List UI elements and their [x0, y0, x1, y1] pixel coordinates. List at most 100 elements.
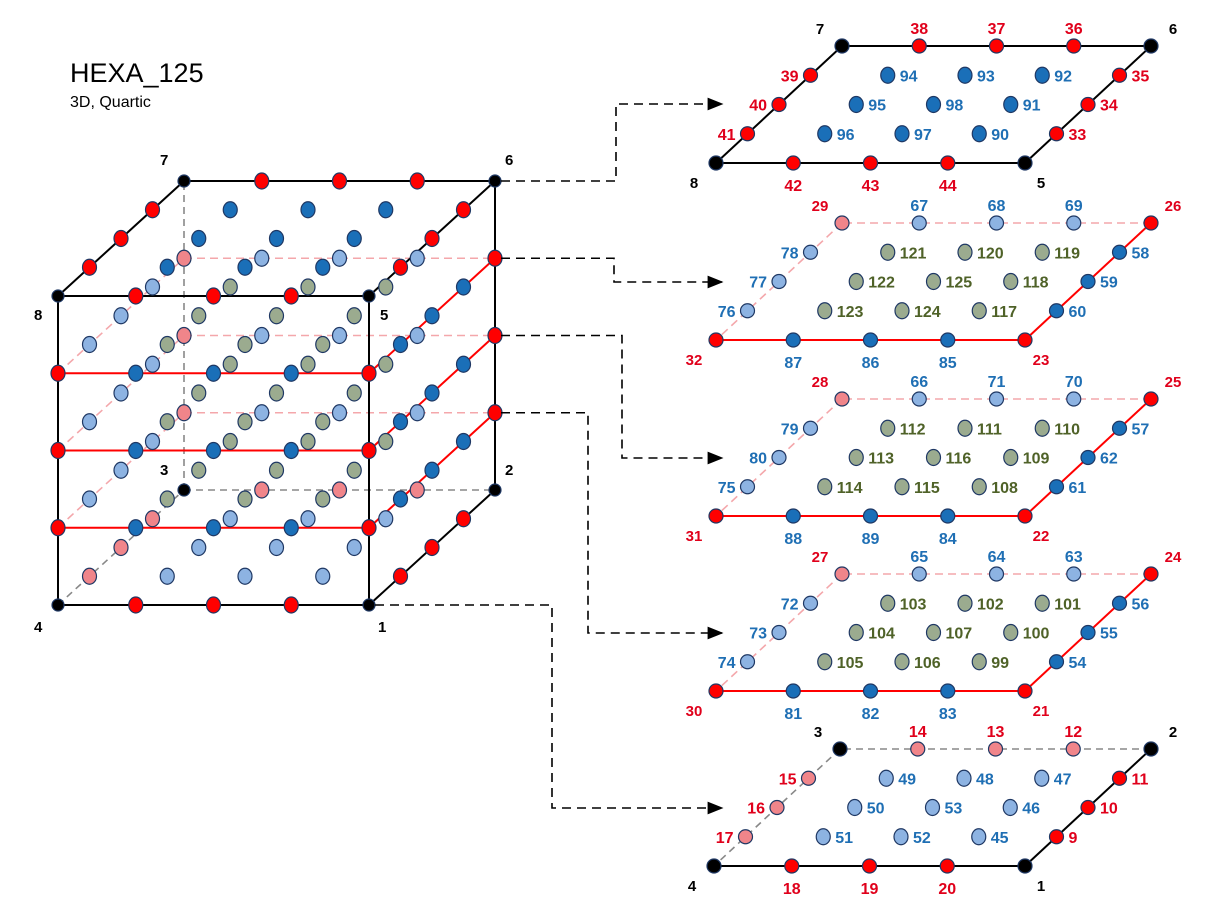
cube-face-node	[268, 229, 285, 248]
layer-corner-label: 6	[1169, 21, 1177, 38]
layer-front-edge-node	[939, 858, 955, 874]
cube-edge-node	[283, 287, 299, 305]
layer-face-label: 116	[946, 451, 972, 468]
layer-face-node	[894, 478, 910, 496]
cube-interior-node	[237, 335, 253, 354]
cube-face-node	[191, 229, 207, 248]
layer-face-label: 53	[945, 801, 963, 818]
layer-corner-label: 29	[812, 198, 829, 215]
layer-right-edge-node	[1111, 770, 1128, 786]
layer-right-edge-label: 54	[1069, 655, 1087, 672]
layer-back-edge-label: 69	[1065, 198, 1083, 215]
cube-corner-label: 5	[380, 307, 388, 324]
layer-back-edge-node	[1065, 741, 1081, 757]
layer-right-edge-node	[1111, 420, 1128, 436]
layer-right-edge-label: 56	[1132, 596, 1150, 613]
cube-corner-node	[488, 483, 502, 497]
cube-edge-node	[128, 287, 144, 305]
cube-face-node	[144, 432, 161, 451]
cube-face-node	[331, 404, 348, 422]
cube-edge-node	[455, 510, 472, 528]
layer-right-edge-label: 55	[1100, 626, 1118, 643]
layer-face-node	[847, 798, 863, 817]
layer-face-label: 124	[914, 304, 941, 321]
layer-back-edge-label: 14	[909, 724, 927, 741]
layer-face-label: 93	[977, 68, 995, 85]
layer-left-edge-node	[769, 799, 785, 816]
cube-corner-node	[51, 598, 65, 612]
layer-corner-node	[834, 38, 850, 54]
layer-front-edge-label: 43	[862, 178, 880, 195]
layer-face-node	[1034, 769, 1050, 787]
layer-right-edge-node	[1048, 126, 1065, 142]
layer-left-edge-node	[737, 829, 754, 845]
layer-face-label: 110	[1054, 421, 1080, 438]
layer-right-edge-node	[1048, 479, 1065, 495]
layer-face-node	[956, 769, 972, 787]
cube-edge-node	[424, 538, 440, 557]
cube-interior-node	[315, 413, 331, 431]
cube-edge-node	[205, 596, 222, 614]
connector-arrow	[501, 257, 724, 289]
layer-corner-label: 30	[686, 703, 703, 720]
layer-left-edge-label: 78	[781, 245, 799, 262]
connector-arrow	[501, 97, 724, 182]
layer-back-edge-node	[911, 391, 927, 407]
cube-edge-node	[392, 258, 409, 276]
cube-face-node	[392, 490, 409, 508]
layer-back-edge-label: 13	[987, 724, 1005, 741]
layer-front-edge-label: 89	[862, 531, 880, 548]
layer-corner-label: 32	[686, 352, 703, 369]
layer-front-edge-node	[862, 683, 879, 699]
cube-corner-node	[177, 483, 191, 497]
diagram-subtitle: 3D, Quartic	[70, 94, 151, 111]
layer-face-label: 98	[946, 98, 964, 115]
layer-left-edge-node	[802, 420, 819, 436]
layer-left-edge-label: 75	[718, 480, 736, 497]
cube-face-node	[237, 567, 253, 585]
cube-face-node	[237, 258, 253, 276]
layer-front-edge-node	[785, 683, 801, 699]
cube-face-node	[205, 441, 222, 460]
layer-front-edge-label: 44	[939, 178, 957, 195]
layer-corner-node	[1017, 508, 1033, 524]
layer-face-node	[893, 828, 909, 846]
layer-face-node	[1034, 419, 1050, 437]
layer-back-edge-node	[1066, 566, 1082, 582]
cube-edge-node	[254, 172, 270, 190]
connector-arrow	[501, 411, 724, 640]
layer-face-node	[957, 243, 973, 261]
layer-face-label: 121	[900, 245, 927, 262]
layer-back-edge-node	[911, 38, 927, 54]
cube-edge-node	[176, 249, 192, 267]
layer-front-edge-label: 83	[939, 706, 957, 723]
layer-back-edge-node	[988, 38, 1005, 54]
layer-back-edge-node	[1066, 391, 1082, 407]
diagram-title: HEXA_125	[70, 58, 204, 88]
cube-face-node	[378, 201, 394, 219]
layer-face-node	[1003, 95, 1019, 114]
layer-right-edge-label: 11	[1132, 771, 1149, 788]
layer-face-node	[925, 448, 942, 467]
cube-face-node	[222, 201, 238, 219]
cube-interior-node	[222, 432, 238, 451]
layer-face-node	[957, 594, 973, 612]
cube-face-node	[455, 355, 472, 373]
layer-back-edge-label: 71	[988, 374, 1006, 391]
layer-right-edge-label: 33	[1069, 127, 1087, 144]
layer-face-label: 49	[898, 771, 916, 788]
layer-face-label: 125	[946, 275, 973, 292]
layer-left-edge-label: 17	[716, 830, 734, 847]
layer-face-node	[817, 478, 833, 496]
cube-face-node	[144, 355, 161, 373]
cube-edge-node	[361, 364, 377, 382]
layer-face-node	[817, 302, 833, 320]
layer-face-node	[880, 66, 896, 84]
cube-edge-node	[50, 364, 66, 382]
cube-face-node	[159, 567, 175, 585]
layer-face-label: 50	[867, 801, 885, 818]
